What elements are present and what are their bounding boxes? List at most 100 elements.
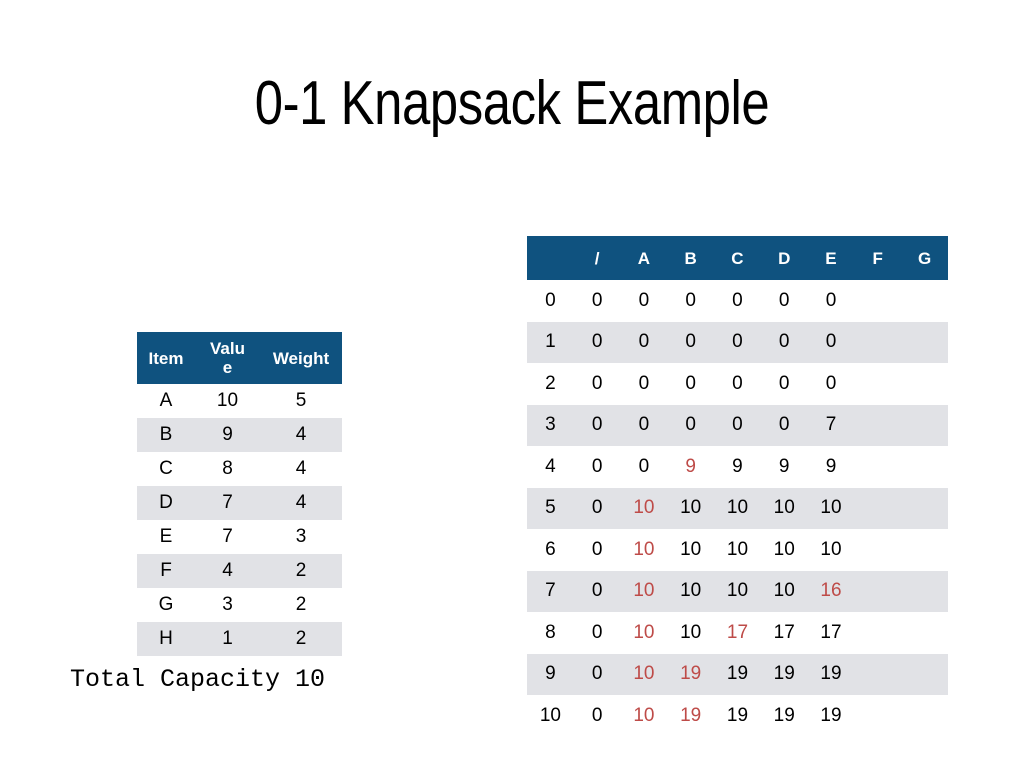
dp-cell: 7 xyxy=(807,404,855,446)
dp-cell: 10 xyxy=(620,653,668,695)
items-cell-item: C xyxy=(137,452,195,486)
dp-cell xyxy=(854,653,902,695)
dp-cell: 9 xyxy=(760,446,808,488)
dp-cell xyxy=(854,487,902,529)
dp-cell: 10 xyxy=(714,570,761,612)
dp-cell xyxy=(854,363,902,405)
dp-cell xyxy=(901,446,948,488)
items-cell-item: A xyxy=(137,384,195,418)
items-cell-value: 3 xyxy=(195,588,260,622)
dp-cell: 0 xyxy=(807,280,855,322)
items-table-header-row: Item Value Weight xyxy=(137,332,342,384)
dp-cell: 0 xyxy=(620,446,668,488)
dp-cell: 0 xyxy=(620,404,668,446)
dp-cell: 10 xyxy=(667,612,715,654)
dp-header-cell-8: G xyxy=(901,236,948,280)
dp-cell: 0 xyxy=(807,363,855,405)
dp-cell: 0 xyxy=(807,321,855,363)
dp-header-cell-4: C xyxy=(714,236,761,280)
dp-cell: 0 xyxy=(667,363,715,405)
dp-cell xyxy=(901,612,948,654)
dp-cell xyxy=(854,280,902,322)
items-cell-item: F xyxy=(137,554,195,588)
dp-cell: 19 xyxy=(807,695,855,737)
dp-cell: 10 xyxy=(807,487,855,529)
dp-row-index: 6 xyxy=(527,529,574,571)
dp-cell: 16 xyxy=(807,570,855,612)
dp-cell xyxy=(854,529,902,571)
dp-cell: 19 xyxy=(807,653,855,695)
dp-cell: 0 xyxy=(620,280,668,322)
dp-cell: 19 xyxy=(714,695,761,737)
items-cell-item: B xyxy=(137,418,195,452)
dp-header-cell-7: F xyxy=(854,236,902,280)
items-cell-weight: 3 xyxy=(260,520,342,554)
dp-cell: 17 xyxy=(714,612,761,654)
dp-cell: 0 xyxy=(760,404,808,446)
items-cell-value: 1 xyxy=(195,622,260,656)
dp-row-index: 9 xyxy=(527,653,574,695)
dp-cell: 10 xyxy=(760,570,808,612)
dp-cell: 17 xyxy=(760,612,808,654)
dp-cell: 10 xyxy=(620,487,668,529)
dp-cell: 0 xyxy=(620,321,668,363)
items-header-value: Value xyxy=(195,332,260,384)
dp-row-index: 0 xyxy=(527,280,574,322)
dp-cell: 10 xyxy=(714,529,761,571)
dp-cell xyxy=(901,280,948,322)
dp-cell xyxy=(901,363,948,405)
dp-cell: 0 xyxy=(573,570,621,612)
dp-row-index: 7 xyxy=(527,570,574,612)
dp-cell: 10 xyxy=(620,529,668,571)
dp-header-cell-5: D xyxy=(760,236,808,280)
dp-cell xyxy=(854,404,902,446)
items-cell-weight: 5 xyxy=(260,384,342,418)
dp-header-cell-1: / xyxy=(573,236,621,280)
dp-cell: 10 xyxy=(807,529,855,571)
dp-cell xyxy=(854,612,902,654)
dp-cell: 0 xyxy=(667,321,715,363)
total-capacity-label: Total Capacity 10 xyxy=(70,665,326,694)
dp-row-index: 10 xyxy=(527,695,574,737)
items-cell-value: 7 xyxy=(195,520,260,554)
dp-header-cell-0 xyxy=(527,236,574,280)
page-title: 0-1 Knapsack Example xyxy=(254,69,770,138)
dp-cell: 0 xyxy=(573,446,621,488)
dp-cell: 17 xyxy=(807,612,855,654)
items-cell-weight: 2 xyxy=(260,588,342,622)
dp-cell: 0 xyxy=(714,280,761,322)
dp-cell: 0 xyxy=(667,404,715,446)
dp-cell: 0 xyxy=(573,612,621,654)
items-cell-value: 4 xyxy=(195,554,260,588)
dp-cell: 0 xyxy=(714,404,761,446)
items-cell-item: E xyxy=(137,520,195,554)
dp-cell: 0 xyxy=(714,321,761,363)
dp-cell: 0 xyxy=(760,280,808,322)
dp-cell xyxy=(901,529,948,571)
dp-cell: 0 xyxy=(573,404,621,446)
dp-cell xyxy=(901,653,948,695)
items-header-weight: Weight xyxy=(260,332,342,384)
items-cell-weight: 2 xyxy=(260,554,342,588)
dp-header-cell-3: B xyxy=(667,236,715,280)
dp-cell: 10 xyxy=(667,487,715,529)
items-cell-value: 7 xyxy=(195,486,260,520)
